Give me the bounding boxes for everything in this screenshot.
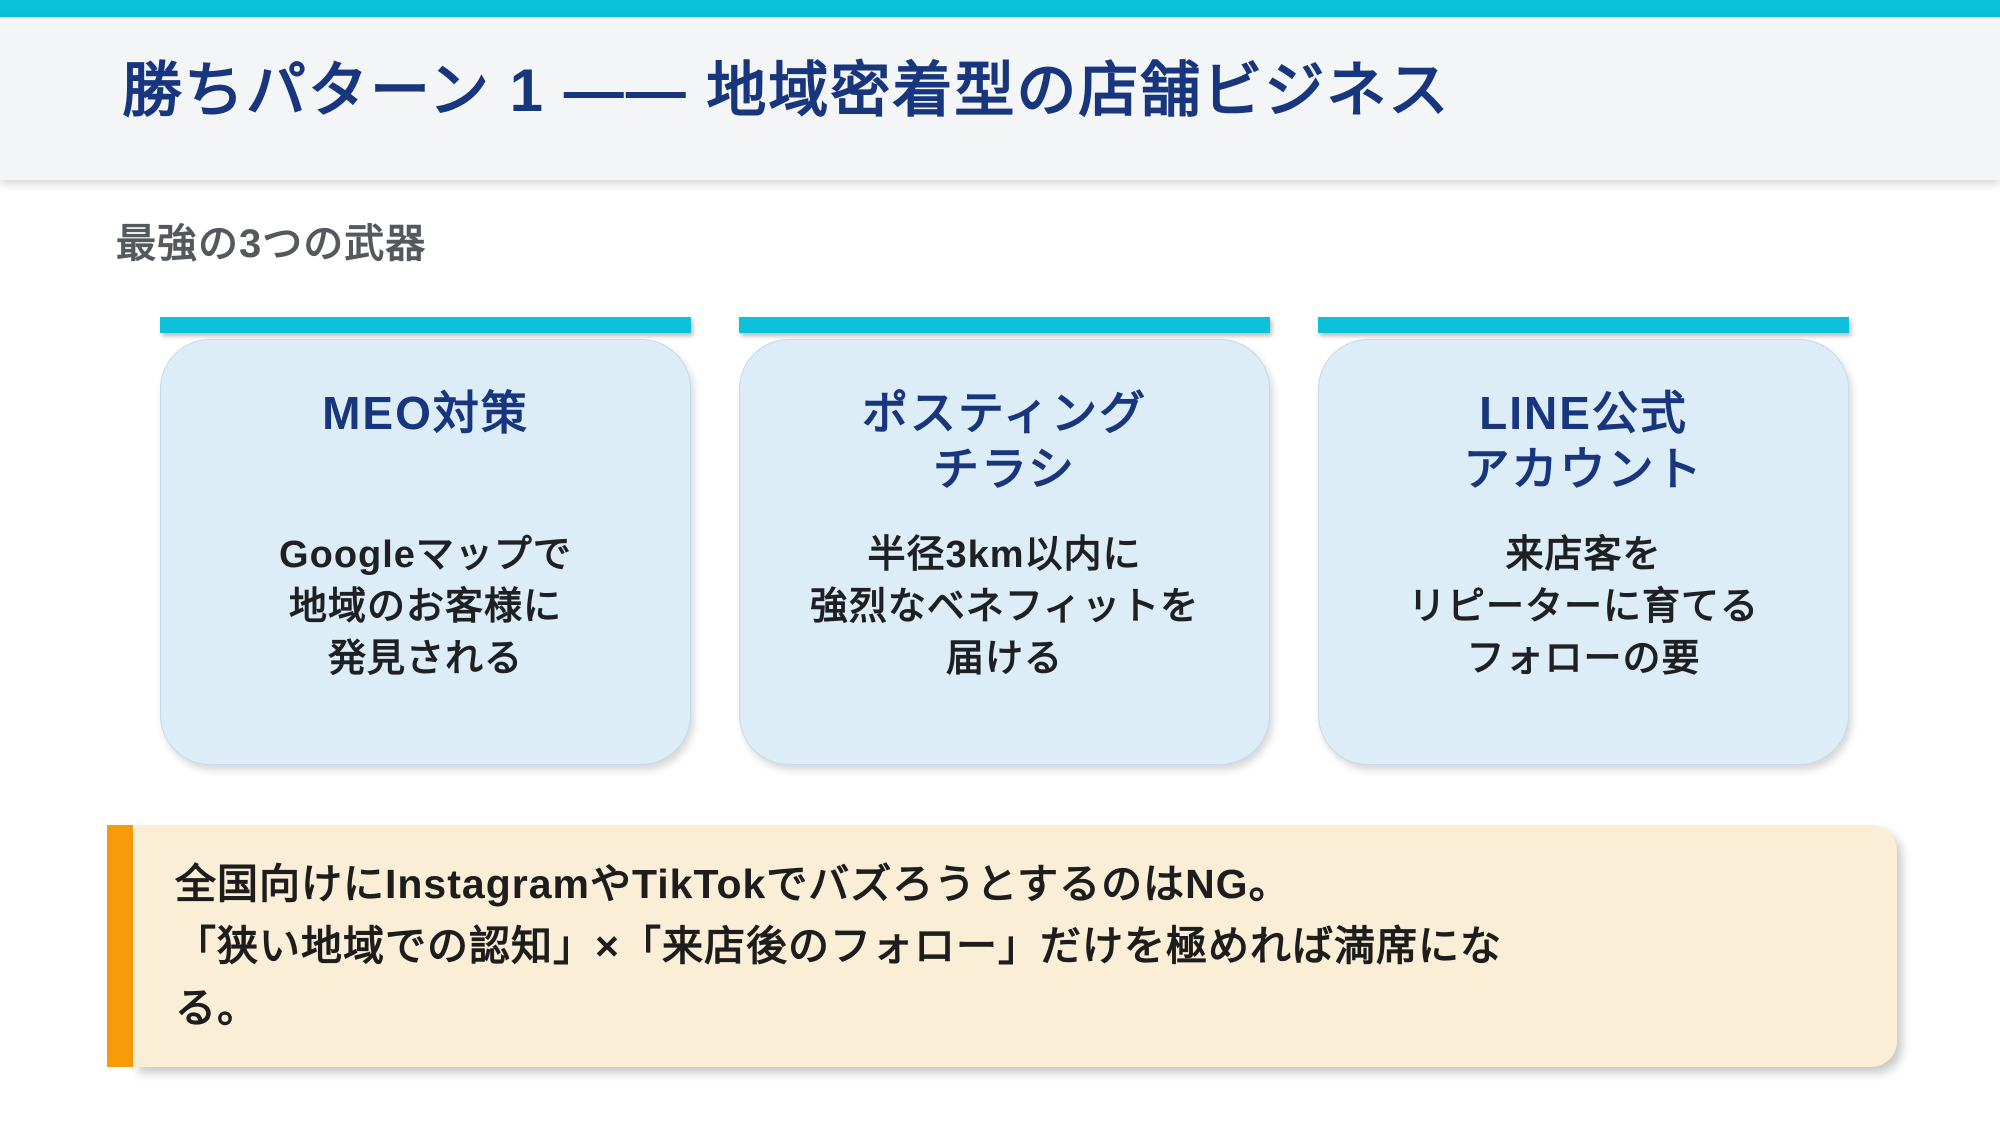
card-body-line: Googleマップで (279, 534, 572, 576)
card-body: 半径3km以内に 強烈なベネフィットを 届ける (740, 529, 1269, 685)
card-panel: MEO対策 Googleマップで 地域のお客様に 発見される (160, 339, 691, 765)
weapon-card-line: LINE公式 アカウント 来店客を リピーターに育てる フォローの要 (1318, 317, 1849, 765)
card-title-line (161, 441, 690, 497)
card-accent-bar (160, 317, 691, 333)
card-title: LINE公式 アカウント (1319, 385, 1848, 497)
header-band: 勝ちパターン 1 ―― 地域密着型の店舗ビジネス (0, 17, 2000, 180)
card-title: MEO対策 (161, 385, 690, 497)
card-title-line: MEO対策 (322, 387, 529, 439)
card-title-line: チラシ (932, 443, 1077, 495)
card-body-line: 届ける (945, 638, 1063, 680)
card-title: ポスティング チラシ (740, 385, 1269, 497)
card-body-line: 来店客を (1505, 534, 1662, 576)
page-title: 勝ちパターン 1 ―― 地域密着型の店舗ビジネス (122, 57, 1451, 124)
section-subtitle: 最強の3つの武器 (116, 222, 427, 266)
card-body-line: 地域のお客様に (288, 586, 562, 628)
card-panel: ポスティング チラシ 半径3km以内に 強烈なベネフィットを 届ける (739, 339, 1270, 765)
card-panel: LINE公式 アカウント 来店客を リピーターに育てる フォローの要 (1318, 339, 1849, 765)
callout-text-box: 全国向けにInstagramやTikTokでバズろうとするのはNG。 「狭い地域… (133, 825, 1897, 1067)
callout-line: 「狭い地域での認知」×「来店後のフォロー」だけを極めれば満席にな (175, 923, 1502, 969)
note-callout: 全国向けにInstagramやTikTokでバズろうとするのはNG。 「狭い地域… (107, 825, 1897, 1067)
card-accent-bar (1318, 317, 1849, 333)
card-body-line: 発見される (327, 638, 523, 680)
card-title-line: アカウント (1463, 443, 1704, 495)
callout-line: る。 (175, 985, 259, 1031)
top-accent-bar (0, 0, 2000, 17)
card-body-line: リピーターに育てる (1407, 586, 1759, 628)
card-body: Googleマップで 地域のお客様に 発見される (161, 529, 690, 685)
card-title-line: ポスティング (861, 387, 1148, 439)
weapon-card-flyer: ポスティング チラシ 半径3km以内に 強烈なベネフィットを 届ける (739, 317, 1270, 765)
card-title-line: LINE公式 (1479, 387, 1688, 439)
card-body-line: 半径3km以内に (867, 534, 1142, 576)
weapon-card-meo: MEO対策 Googleマップで 地域のお客様に 発見される (160, 317, 691, 765)
card-body: 来店客を リピーターに育てる フォローの要 (1319, 529, 1848, 685)
card-body-line: 強烈なベネフィットを (809, 586, 1200, 628)
weapon-cards-row: MEO対策 Googleマップで 地域のお客様に 発見される ポスティング チラ… (160, 317, 1849, 765)
card-accent-bar (739, 317, 1270, 333)
callout-line: 全国向けにInstagramやTikTokでバズろうとするのはNG。 (175, 861, 1291, 907)
callout-accent-bar (107, 825, 133, 1067)
card-body-line: フォローの要 (1466, 638, 1701, 680)
